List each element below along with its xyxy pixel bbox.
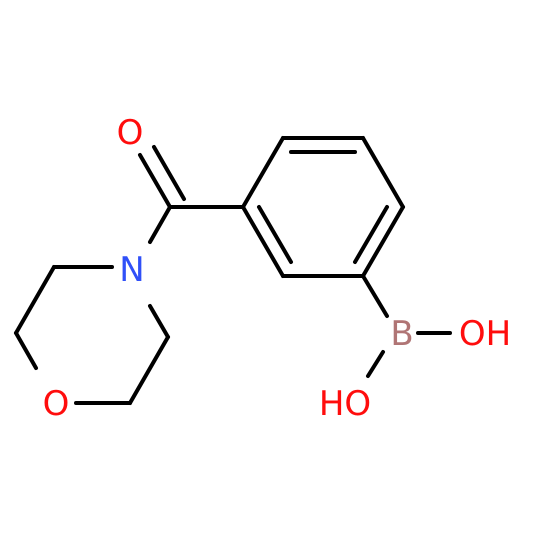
boronic-acid-group: B OH HO	[319, 274, 511, 424]
bond-c-right-top-n	[148, 304, 170, 339]
carbonyl-double-bond-a	[138, 153, 172, 209]
boron-label: B	[390, 314, 413, 354]
bond-c6-c1	[241, 205, 285, 278]
bond-ring-to-boron	[361, 274, 389, 318]
hydroxyl-right-label: OH	[459, 314, 511, 354]
bond-c-left-bottom-o	[14, 331, 38, 370]
benzene-ring	[241, 136, 405, 278]
hydroxyl-lower-label: HO	[319, 384, 371, 424]
bond-c4-c5	[361, 205, 405, 278]
carbonyl-group: O	[117, 113, 245, 244]
bond-c3-c4	[361, 136, 405, 209]
bond-c-left-top-c-left-bottom	[14, 265, 56, 335]
bond-c-right-bottom-c-right-top	[128, 335, 170, 405]
morpholine-ring: N O	[14, 250, 170, 424]
bond-boron-to-oh-lower	[366, 350, 385, 378]
carbonyl-double-bond-b	[152, 145, 186, 201]
bond-carbonyl-to-nitrogen	[148, 205, 172, 244]
aromatic-double-bond-right	[353, 205, 389, 264]
carbonyl-oxygen-label: O	[117, 113, 144, 153]
bond-c1-c2	[241, 136, 285, 209]
ring-oxygen-label: O	[43, 384, 70, 424]
aromatic-double-bond-left	[257, 205, 293, 264]
nitrogen-label: N	[119, 250, 144, 290]
